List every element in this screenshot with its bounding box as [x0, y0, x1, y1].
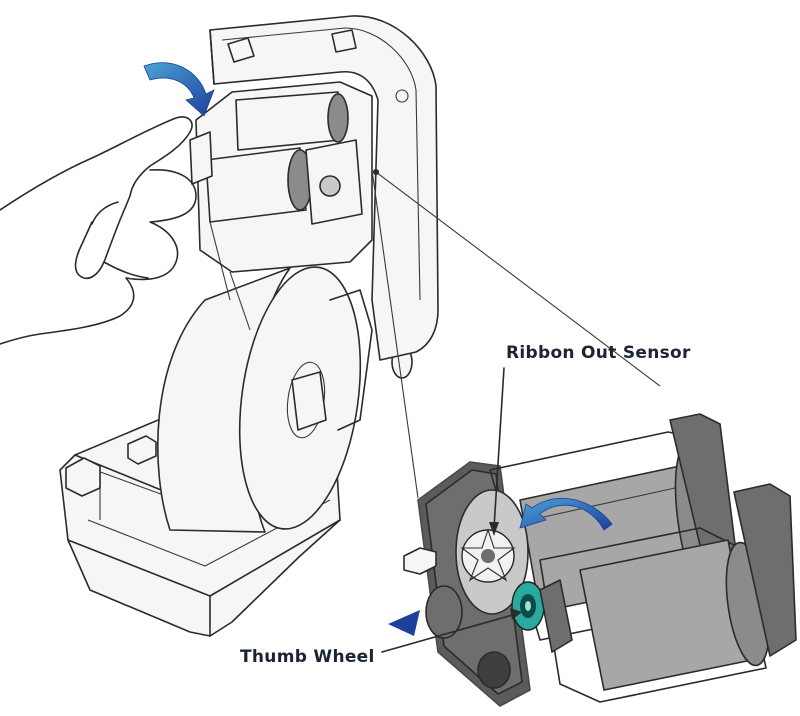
thumb-wheel-arrow	[388, 610, 420, 636]
ribbon-out-sensor-label: Ribbon Out Sensor	[506, 343, 691, 363]
ribbon-cartridge	[403, 413, 797, 707]
sensor-disk	[460, 528, 516, 583]
leader-lines	[371, 169, 661, 653]
printer-lid	[189, 15, 439, 361]
hand-illustration	[0, 116, 197, 345]
printer-body	[59, 266, 413, 637]
thumb-wheel-label: Thumb Wheel	[240, 647, 375, 667]
rotate-arrow-top	[143, 62, 215, 117]
thumb-wheel	[511, 581, 545, 631]
rotate-arrow-cartridge	[519, 497, 613, 531]
